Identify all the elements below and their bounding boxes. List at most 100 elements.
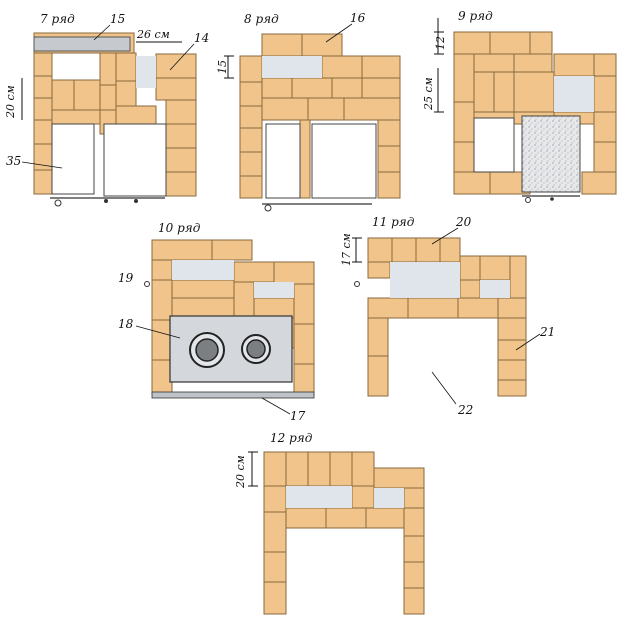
brick [403, 487, 425, 509]
brick [457, 297, 499, 319]
row-10-panel: 10 ряд 19 18 17 [118, 221, 315, 423]
brick [489, 31, 531, 55]
brick [479, 255, 511, 281]
brick [361, 77, 401, 99]
brick [403, 507, 425, 537]
brick [239, 105, 263, 129]
brick [453, 171, 491, 195]
row-7-oven-chamber [103, 123, 167, 197]
brick [239, 81, 263, 107]
row-7-channel [136, 56, 156, 88]
brick [293, 323, 315, 365]
row-8-bricks [239, 33, 401, 199]
brick [553, 53, 595, 77]
callout-21: 21 [539, 325, 555, 339]
brick [403, 587, 425, 615]
dim-25-label: 25 см [422, 77, 435, 111]
dim-26-label: 26 см [136, 28, 170, 41]
brick [367, 237, 393, 263]
brick [165, 123, 197, 149]
brick [263, 511, 287, 553]
brick [367, 317, 389, 357]
brick [171, 279, 235, 299]
brick [239, 55, 263, 83]
brick [239, 175, 263, 199]
brick [459, 279, 481, 301]
brick [211, 239, 253, 261]
brick [497, 317, 527, 341]
brick [33, 119, 53, 145]
brick [307, 97, 345, 121]
brick [453, 53, 475, 103]
brick [261, 77, 293, 99]
row-8-oven-chamber [311, 123, 377, 199]
brick [325, 507, 367, 529]
brick [529, 31, 553, 55]
row-9-label: 9 ряд [458, 9, 493, 23]
row-10-bricks [151, 239, 315, 395]
brick [361, 55, 401, 79]
brick [307, 451, 331, 487]
brick [593, 141, 617, 173]
brick [301, 33, 343, 57]
dim-17-label: 17 см [340, 233, 353, 266]
brick [233, 281, 255, 321]
brick [593, 75, 617, 113]
brick [473, 53, 515, 73]
brick [285, 451, 309, 487]
row-9-panel: 9 ряд 12 25 см [422, 9, 617, 203]
cooktop-plate [169, 315, 293, 383]
brick [453, 31, 491, 55]
brick [403, 561, 425, 589]
brick [51, 79, 75, 111]
dim-20a-label: 20 см [4, 85, 17, 119]
brick [33, 97, 53, 121]
brick [263, 581, 287, 615]
callout-19: 19 [118, 271, 134, 285]
brick [513, 53, 553, 73]
brick [377, 145, 401, 173]
brick [407, 297, 459, 319]
row-8-panel: 8 ряд 16 15 [216, 11, 401, 212]
brick [513, 71, 555, 113]
brick [239, 127, 263, 153]
brick [293, 363, 315, 395]
brick [151, 319, 173, 361]
brick [155, 77, 197, 101]
brick [293, 283, 315, 325]
brick [343, 97, 401, 121]
callout-14: 14 [194, 31, 209, 45]
brick [165, 99, 197, 125]
brick [329, 451, 353, 487]
row-11-label: 11 ряд [372, 215, 415, 229]
brick [73, 79, 101, 111]
callout-22: 22 [457, 403, 473, 417]
brick [439, 237, 461, 263]
brick [509, 255, 527, 301]
strip-17 [151, 391, 315, 399]
brick [151, 259, 173, 281]
brick [115, 80, 137, 107]
brick [33, 75, 53, 99]
brick [331, 77, 363, 99]
brick [473, 71, 495, 113]
brick [99, 84, 117, 111]
brick [51, 109, 101, 125]
brick [321, 55, 363, 79]
brick [453, 141, 475, 173]
callout-16: 16 [350, 11, 366, 25]
brick [391, 237, 417, 263]
brick [285, 507, 327, 529]
brick [351, 451, 375, 487]
brick [273, 261, 315, 285]
brick [497, 297, 527, 319]
brick [377, 119, 401, 147]
brick [239, 151, 263, 177]
row-11-panel: 11 ряд 17 см 20 21 22 [340, 215, 555, 417]
row-12-panel: 12 ряд 20 см [234, 431, 425, 615]
brick [115, 105, 157, 125]
brick [233, 261, 275, 283]
brick [581, 171, 617, 195]
plate-15 [33, 36, 131, 52]
brick [459, 255, 481, 281]
